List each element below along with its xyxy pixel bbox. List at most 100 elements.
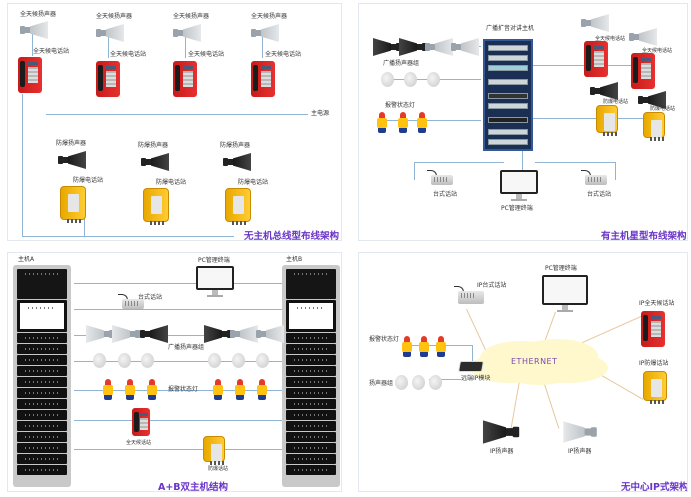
panel-title: 无主机总线型布线架构 bbox=[244, 231, 340, 241]
bus-wire bbox=[108, 36, 109, 58]
horn-speaker-icon bbox=[173, 24, 201, 42]
ethernet-cloud-icon bbox=[494, 343, 584, 385]
star-wire bbox=[414, 162, 504, 163]
phone-label: 全天候电话站 bbox=[595, 36, 626, 42]
horn-speaker-icon bbox=[96, 24, 124, 42]
explosion-phone-label: 防爆电话站 bbox=[238, 179, 269, 186]
host-label: 广播扩音对讲主机 bbox=[486, 25, 535, 32]
horn-speaker-icon bbox=[451, 38, 479, 56]
star-wire bbox=[615, 162, 616, 180]
warning-beacon-icon bbox=[103, 379, 113, 401]
bus-wire bbox=[84, 219, 85, 236]
phone-label: 全天候电话站 bbox=[110, 51, 147, 58]
ip-desk-station-label: IP台式话站 bbox=[477, 282, 507, 289]
bus-wire bbox=[74, 309, 282, 310]
desk-station-label: 台式话站 bbox=[138, 294, 163, 301]
explosion-phone-icon bbox=[596, 105, 618, 136]
explosion-phone-label: 防爆电话站 bbox=[603, 99, 629, 105]
warning-beacon-icon bbox=[213, 379, 223, 401]
bus-wire bbox=[472, 345, 473, 361]
bus-wire bbox=[74, 283, 282, 284]
horn-speaker-icon bbox=[256, 325, 284, 343]
warning-beacon-icon bbox=[147, 379, 157, 401]
bus-wire bbox=[74, 361, 282, 362]
horn-speaker-icon bbox=[251, 24, 279, 42]
horn-speaker-icon bbox=[86, 325, 114, 343]
bus-wire bbox=[22, 236, 84, 237]
explosion-horn-icon bbox=[590, 82, 618, 100]
explosion-phone-label: 防爆电话站 bbox=[156, 179, 187, 186]
warning-light-label: 报警状态灯 bbox=[385, 102, 416, 109]
warning-beacon-icon bbox=[377, 112, 387, 134]
weatherproof-phone-label: 全天候话站 bbox=[126, 440, 152, 446]
ip-weatherproof-phone-icon bbox=[641, 311, 665, 347]
panel-title: 有主机星型布线架构 bbox=[601, 231, 687, 241]
explosion-horn-icon bbox=[399, 38, 427, 56]
host-b-label: 主机B bbox=[286, 256, 303, 263]
explosion-phone-label: 防爆电话站 bbox=[73, 177, 104, 184]
pc-terminal-icon bbox=[542, 275, 588, 315]
pc-terminal-label: PC管理终端 bbox=[198, 257, 230, 264]
panel-star-architecture: 广播扩音对讲主机 广播扬声器组 报警状态灯 全天候电话站 全天候电话站 防爆电话… bbox=[358, 3, 688, 241]
explosion-horn-icon bbox=[373, 38, 401, 56]
desk-station-label: 台式话站 bbox=[587, 191, 612, 198]
panel-title: A+B双主机结构 bbox=[158, 482, 229, 492]
ceiling-speaker-icon bbox=[404, 72, 417, 87]
explosion-phone-label: 防爆电话站 bbox=[650, 106, 676, 112]
speaker-group-label: 扬声器组 bbox=[369, 380, 394, 387]
host-a-rack-icon bbox=[13, 265, 71, 487]
bus-wire bbox=[74, 420, 282, 421]
star-wire bbox=[414, 162, 415, 180]
phone-label: 全天候电话站 bbox=[33, 48, 70, 55]
ceiling-speaker-icon bbox=[141, 353, 154, 368]
explosion-phone-icon bbox=[225, 188, 251, 225]
panel-ip-architecture: ETHERNET IP台式话站 PC管理终端 IP全天候话站 IP防爆话站 报警… bbox=[358, 252, 688, 492]
ethernet-link bbox=[569, 314, 645, 349]
warning-beacon-icon bbox=[125, 379, 135, 401]
desk-station-icon bbox=[427, 170, 453, 186]
star-wire bbox=[522, 149, 523, 174]
explosion-phone-icon bbox=[643, 112, 665, 141]
weatherproof-phone-icon bbox=[18, 57, 42, 93]
host-b-rack-icon bbox=[282, 265, 340, 487]
explosion-speaker-label: 防爆扬声器 bbox=[220, 142, 251, 149]
desk-station-label: 台式话站 bbox=[433, 191, 458, 198]
desk-station-icon bbox=[581, 170, 607, 186]
weatherproof-phone-icon bbox=[584, 41, 608, 77]
host-cabinet-icon bbox=[483, 39, 533, 151]
speaker-label: 全天候扬声器 bbox=[20, 11, 57, 18]
pc-terminal-label: PC管理终端 bbox=[501, 205, 533, 212]
ethernet-link bbox=[466, 309, 491, 360]
speaker-group-label: 广播扬声器组 bbox=[383, 60, 420, 67]
explosion-horn-icon bbox=[141, 153, 169, 171]
star-wire bbox=[379, 120, 481, 121]
warning-beacon-icon bbox=[402, 336, 412, 358]
pc-terminal-label: PC管理终端 bbox=[545, 265, 577, 272]
weatherproof-phone-icon bbox=[173, 61, 197, 97]
star-wire bbox=[529, 118, 659, 119]
bus-wire bbox=[74, 390, 282, 391]
speaker-label: 全天候扬声器 bbox=[173, 13, 210, 20]
warning-beacon-icon bbox=[257, 379, 267, 401]
ceiling-speaker-icon bbox=[118, 353, 131, 368]
host-a-label: 主机A bbox=[18, 256, 35, 263]
warning-beacon-icon bbox=[235, 379, 245, 401]
ceiling-speaker-icon bbox=[208, 353, 221, 368]
ceiling-speaker-icon bbox=[93, 353, 106, 368]
pc-terminal-icon bbox=[196, 266, 234, 298]
warning-beacon-icon bbox=[398, 112, 408, 134]
phone-label: 全天候电话站 bbox=[188, 51, 225, 58]
horn-speaker-icon bbox=[20, 21, 48, 39]
ip-explosion-phone-label: IP防爆话站 bbox=[639, 360, 669, 367]
main-power-label: 主电源 bbox=[311, 110, 330, 117]
bus-wire bbox=[32, 34, 33, 56]
ceiling-speaker-icon bbox=[395, 375, 408, 390]
star-wire bbox=[535, 162, 615, 163]
ip-weatherproof-phone-label: IP全天候话站 bbox=[639, 300, 675, 307]
explosion-phone-icon bbox=[60, 186, 86, 223]
ceiling-speaker-icon bbox=[381, 72, 394, 87]
ip-horn-speaker-icon bbox=[563, 421, 597, 443]
warning-beacon-icon bbox=[417, 112, 427, 134]
explosion-horn-icon bbox=[638, 91, 666, 109]
weatherproof-phone-icon bbox=[251, 61, 275, 97]
